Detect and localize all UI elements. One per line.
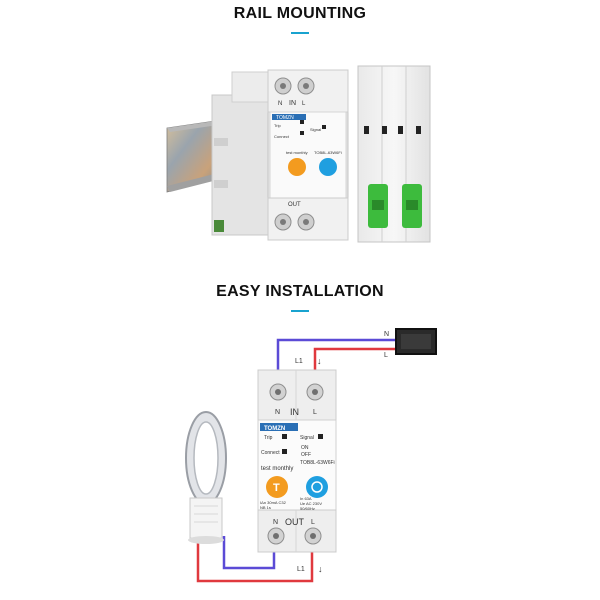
top-terminal-n: N — [278, 101, 282, 107]
bottom-down-arrow: ↓ — [318, 564, 323, 574]
bottom-l1-label: L1 — [297, 566, 305, 573]
reset-button[interactable] — [306, 476, 328, 498]
top-test-monthly: test monthly — [286, 150, 308, 155]
diagram-terminal-n-bottom: N — [273, 519, 278, 526]
top-model: TOB8L-63W6Fi — [314, 150, 342, 155]
live-wire-input — [313, 347, 396, 389]
neutral-wire-output — [222, 536, 276, 570]
diagram-spec-left-2: NB 1s — [260, 505, 271, 510]
neutral-wire-input — [276, 338, 396, 389]
diagram-spec-right-1: In 63A — [300, 496, 312, 501]
top-l1-label: L1 — [295, 358, 303, 365]
wire-label-n: N — [384, 331, 389, 338]
live-wire-output — [196, 536, 314, 583]
top-connect: Connect — [274, 134, 290, 139]
diagram-trip: Trip — [264, 435, 273, 441]
top-trip: Trip — [274, 123, 282, 128]
top-label-out: OUT — [288, 202, 301, 208]
rail-mounting-title: RAIL MOUNTING — [233, 5, 367, 22]
test-button-symbol: T — [273, 482, 280, 494]
top-terminal-screws — [269, 383, 324, 401]
bottom-terminal-screws — [267, 527, 322, 545]
diagram-spec-left-1: IΔn 30mA C32 — [260, 500, 287, 505]
diagram-off: OFF — [301, 452, 311, 458]
signal-indicator — [318, 434, 323, 439]
diagram-test-monthly: test monthly — [261, 466, 293, 472]
diagram-spec-right-3: 50/60Hz — [300, 506, 315, 511]
top-down-arrow: ↓ — [317, 356, 322, 366]
diagram-brand: TOMZN — [264, 426, 285, 432]
top-label-in: IN — [289, 100, 296, 107]
top-signal: Signal — [310, 127, 321, 132]
wire-label-l: L — [384, 352, 388, 359]
diagram-connect: Connect — [261, 450, 280, 456]
diagram-model: TOB8L-63W6Fi — [300, 460, 335, 466]
test-button[interactable] — [266, 476, 288, 498]
breaker-front-view — [267, 69, 349, 241]
top-terminal-l: L — [302, 101, 306, 107]
easy-installation-accent — [291, 310, 309, 312]
easy-installation-title: EASY INSTALLATION — [216, 283, 384, 300]
breaker-side-view — [211, 71, 269, 236]
connect-indicator — [282, 449, 287, 454]
diagram-spec-right-2: Ue AC 230V — [300, 501, 322, 506]
breaker-two-pole — [357, 65, 431, 243]
diagram-label-in: IN — [290, 407, 299, 417]
diagram-terminal-n-top: N — [275, 409, 280, 416]
breaker-diagram-body — [257, 369, 337, 553]
power-source-box-icon — [395, 328, 437, 355]
diagram-on: ON — [301, 445, 309, 451]
brand-label — [260, 423, 298, 431]
trip-indicator — [282, 434, 287, 439]
diagram-terminal-l-top: L — [313, 409, 317, 416]
top-brand: TOMZN — [276, 115, 294, 121]
diagram-label-out: OUT — [285, 517, 305, 527]
rail-mounting-accent — [291, 32, 309, 34]
bladeless-fan-icon — [185, 411, 227, 544]
diagram-signal: Signal — [300, 435, 314, 441]
diagram-terminal-l-bottom: L — [311, 519, 315, 526]
din-rail — [166, 119, 225, 193]
